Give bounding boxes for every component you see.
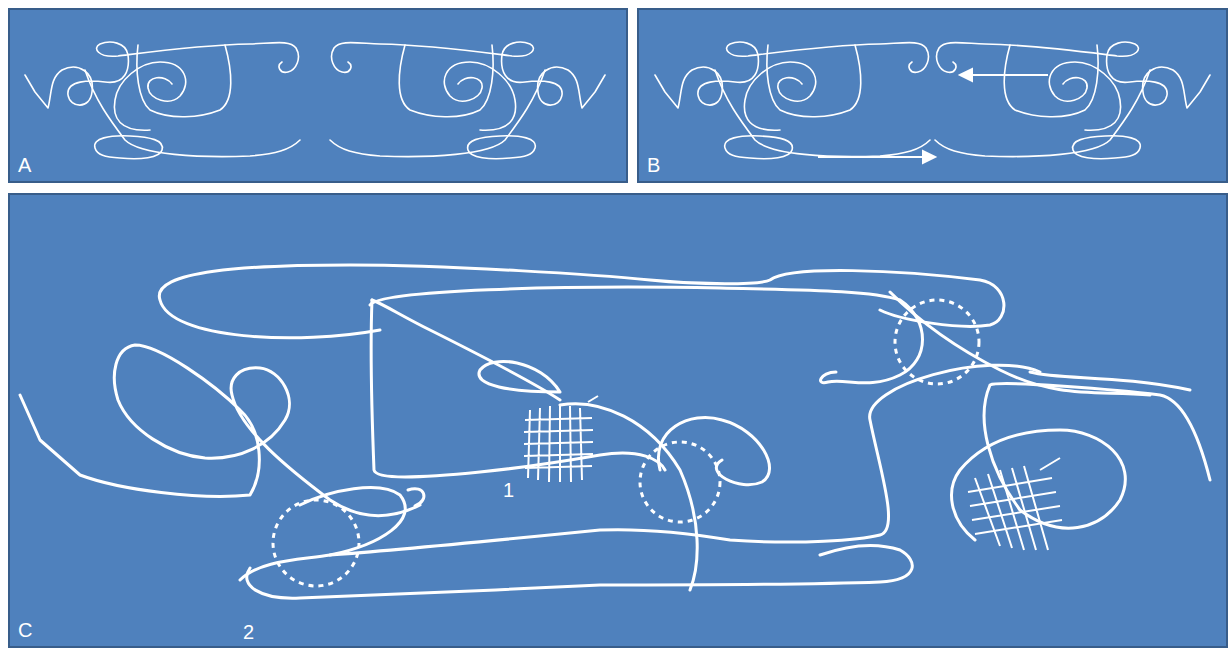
panel-letter: B xyxy=(647,153,660,177)
figure-panel: B xyxy=(637,8,1228,183)
figure-panel: C xyxy=(8,193,1228,648)
callout-number: 1 xyxy=(503,478,514,502)
panel-letter: A xyxy=(18,153,31,177)
figure-panel: A xyxy=(8,8,628,183)
callout-number: 2 xyxy=(243,620,254,644)
panel-letter: C xyxy=(18,618,32,642)
